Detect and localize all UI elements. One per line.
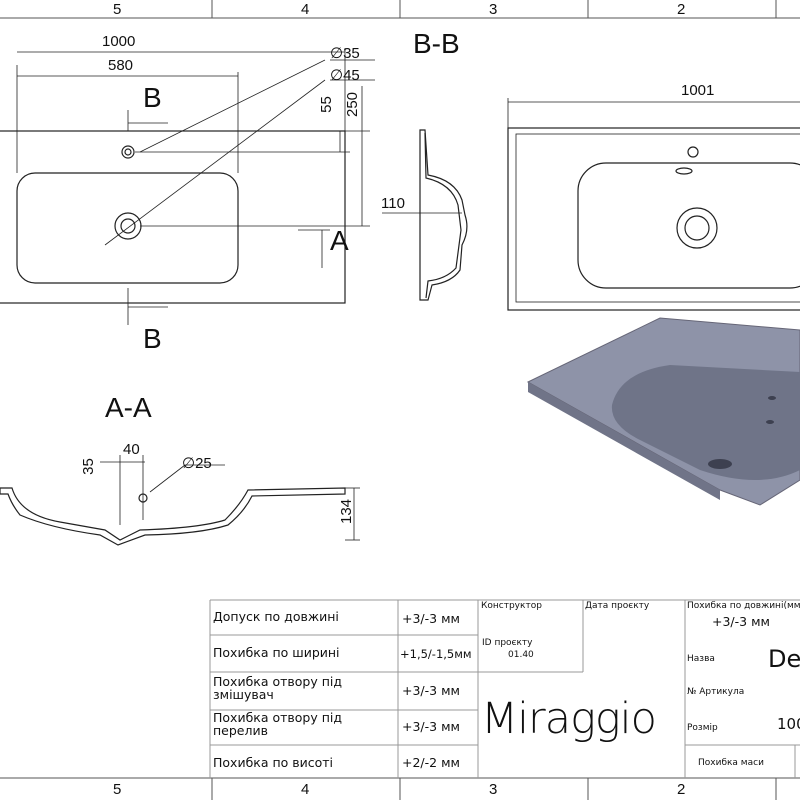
article-label: № Артикула <box>687 687 745 697</box>
date-label: Дата проєкту <box>585 601 650 611</box>
zone-label: 2 <box>677 1 686 18</box>
section-bb <box>382 129 468 301</box>
zone-label: 2 <box>677 781 686 798</box>
dim-depth: 110 <box>381 195 405 212</box>
tolerance-label: Похибка отвору під перелив <box>213 710 342 738</box>
zone-label: 4 <box>301 1 310 18</box>
project-id-label: ID проєкту <box>482 638 533 648</box>
dim-hole-offset: 580 <box>108 57 134 74</box>
section-marker-a: A <box>330 225 349 256</box>
dim-aa-40: 40 <box>123 441 140 458</box>
dim-aa-height: 134 <box>338 498 356 525</box>
dim-dia-drain: ∅45 <box>330 67 360 84</box>
brand-logo: Miraggio <box>481 694 657 744</box>
tolerance-label: Допуск по довжині <box>213 609 339 624</box>
section-aa <box>0 455 360 546</box>
tolerance-value: +3/-3 мм <box>402 719 460 734</box>
section-bb-title: B-B <box>413 28 460 59</box>
name-label: Назва <box>687 654 715 664</box>
size-value: 100 <box>777 715 800 733</box>
length-tol-label: Похибка по довжині(мм) <box>687 601 800 611</box>
mass-tol-label: Похибка маси <box>698 758 764 768</box>
section-marker-b: B <box>143 82 162 113</box>
tolerance-value: +3/-3 мм <box>402 683 460 698</box>
front-view <box>0 48 375 325</box>
dim-length: 1000 <box>102 33 136 50</box>
dim-drain-offset: 250 <box>344 91 362 118</box>
tolerance-label: Похибка отвору під змішувач <box>213 674 342 702</box>
sink-3d-render <box>526 317 800 506</box>
dim-tap-offset: 55 <box>317 96 335 113</box>
size-label: Розмір <box>687 723 718 733</box>
tolerance-label: Похибка по висоті <box>213 755 334 770</box>
zone-label: 3 <box>489 781 498 798</box>
zone-label: 5 <box>113 781 122 798</box>
tolerance-value: +1,5/-1,5мм <box>400 647 472 661</box>
title-block-grid <box>209 599 800 778</box>
tolerance-value: +2/-2 мм <box>402 755 460 770</box>
top-view <box>507 98 800 311</box>
zone-label: 3 <box>489 1 498 18</box>
dim-aa-35: 35 <box>79 458 97 475</box>
name-value: De <box>768 645 800 673</box>
project-id: 01.40 <box>508 650 534 660</box>
section-marker-b: B <box>143 323 162 354</box>
section-aa-title: A-A <box>105 392 152 423</box>
zone-label: 4 <box>301 781 310 798</box>
length-tol-value: +3/-3 мм <box>712 614 770 629</box>
dim-aa-dia: ∅25 <box>182 455 212 472</box>
tolerance-value: +3/-3 мм <box>402 611 460 626</box>
dim-dia-tap: ∅35 <box>330 45 360 62</box>
tolerance-label: Похибка по ширині <box>213 645 340 660</box>
designer-label: Конструктор <box>481 601 542 611</box>
zone-label: 5 <box>113 1 122 18</box>
dim-top-length: 1001 <box>681 82 715 99</box>
